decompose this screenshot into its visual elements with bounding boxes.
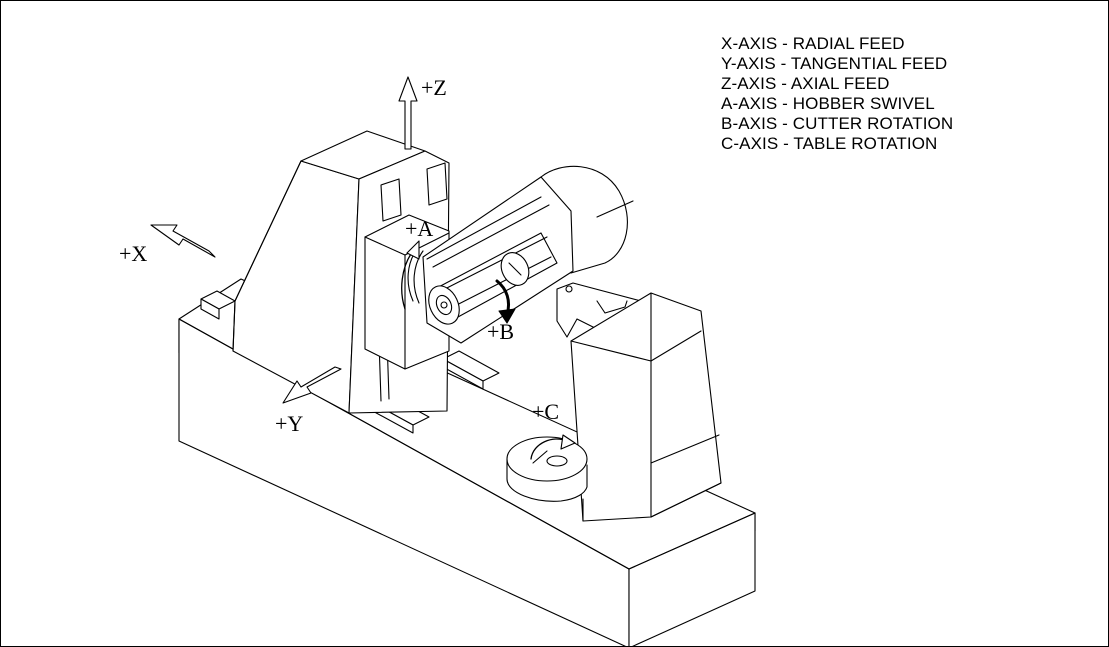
- b-axis-arrow: [495, 279, 516, 324]
- base-slide-pads: [200, 290, 500, 434]
- legend-item-z-axis: Z-AXIS - AXIAL FEED: [721, 74, 890, 93]
- legend-item-x-axis: X-AXIS - RADIAL FEED: [721, 34, 905, 53]
- a-axis-label: +A: [405, 216, 434, 241]
- c-axis-label: +C: [532, 399, 560, 424]
- legend-item-y-axis: Y-AXIS - TANGENTIAL FEED: [721, 54, 948, 73]
- hob-head: [422, 165, 634, 344]
- z-axis-label: +Z: [421, 75, 447, 100]
- legend-item-c-axis: C-AXIS - TABLE ROTATION: [721, 134, 938, 153]
- y-axis-arrow: [282, 366, 342, 404]
- legend-item-b-axis: B-AXIS - CUTTER ROTATION: [721, 114, 954, 133]
- rotary-table: [506, 436, 588, 502]
- x-axis-label: +X: [119, 241, 148, 266]
- x-axis-arrow: [150, 224, 216, 258]
- column-guideways: [378, 162, 448, 402]
- legend-item-a-axis: A-AXIS - HOBBER SWIVEL: [721, 94, 935, 113]
- b-axis-label: +B: [487, 319, 515, 344]
- axis-legend: X-AXIS - RADIAL FEED Y-AXIS - TANGENTIAL…: [721, 34, 953, 154]
- y-axis-label: +Y: [275, 411, 304, 436]
- table-column: [556, 282, 722, 522]
- c-axis-arrow: [530, 434, 576, 464]
- a-axis-arrow: [401, 240, 420, 310]
- z-axis-arrow: [398, 76, 418, 150]
